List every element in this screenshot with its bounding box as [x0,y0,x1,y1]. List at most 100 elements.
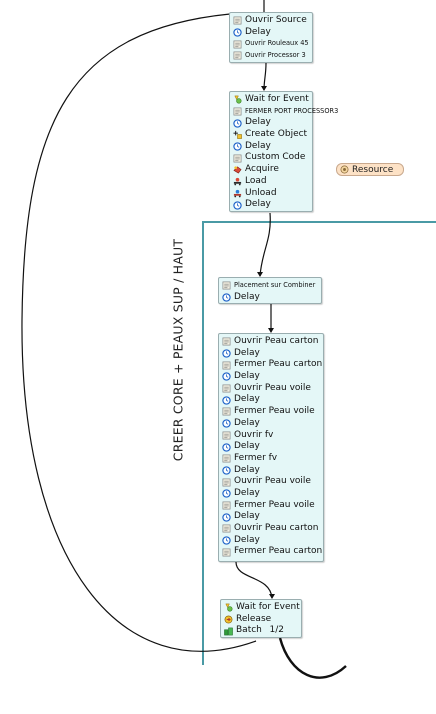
activity-row[interactable]: Delay [222,348,320,360]
script-icon [222,524,231,533]
activity-label: Unload [245,187,277,198]
activity-row[interactable]: Custom Code [233,152,309,164]
activity-label: Ouvrir Peau carton [234,523,319,533]
connector-1 [263,62,267,91]
script-icon [222,454,231,463]
activity-row[interactable]: Ouvrir Peau voile [222,383,320,395]
resource-label: Resource [352,164,394,175]
script-icon [233,107,242,116]
activity-row[interactable]: FERMER PORT PROCESSOR3 [233,106,338,118]
script-icon [233,51,242,60]
arrowhead-4 [269,594,275,599]
activity-label: Custom Code [245,152,306,163]
load-icon [233,178,242,186]
activity-row[interactable]: Delay [222,292,318,304]
activity-label: Batch [236,625,262,636]
activity-label: Ouvrir Peau carton [234,336,319,346]
group-label: CREER CORE + PEAUX SUP / HAUT [170,238,186,462]
activity-row[interactable]: Delay [233,27,309,39]
script-icon [222,281,231,290]
activity-row[interactable]: Wait for Event [224,602,300,614]
clock-icon [222,372,231,382]
script-icon [233,154,242,163]
activity-row[interactable]: Ouvrir Peau carton [222,336,320,348]
activity-label: Delay [234,347,260,358]
clock-icon [222,536,231,545]
activity-label: Delay [245,26,271,37]
activity-label: Delay [234,487,260,498]
group-frame [202,221,436,665]
clock-icon [233,200,242,210]
create-object-icon [233,131,242,140]
activity-label: Wait for Event [245,94,309,104]
activity-label: Fermer Peau voile [234,406,315,417]
activity-label: Fermer Peau voile [234,499,315,510]
loop-connector [21,13,257,652]
activity-label: Ouvrir Processor 3 [245,51,306,60]
clock-icon [222,293,231,302]
activity-row[interactable]: Ouvrir Source [233,15,309,27]
activity-label: Delay [234,464,260,475]
activity-label: Release [236,613,272,624]
activity-label: Delay [245,199,271,210]
activity-row[interactable]: Ouvrir Processor 3 [233,50,309,62]
activity-row[interactable]: Delay [222,535,320,547]
activity-row[interactable]: Ouvrir Peau voile [222,476,320,488]
clock-icon [222,349,231,358]
activity-row[interactable]: Delay [233,199,309,211]
activity-row[interactable]: Ouvrir Peau carton [222,523,320,535]
activity-label: Placement sur Combiner [234,281,316,289]
clock-icon [233,119,242,128]
clock-icon [222,466,231,475]
activity-row[interactable]: Delay [222,465,320,477]
activity-row[interactable]: Placement sur Combiner [222,280,318,292]
wait-event-icon [225,604,233,612]
activity-row[interactable]: Wait for Event [233,94,309,106]
activity-row[interactable]: Delay [222,418,320,430]
activity-row[interactable]: Fermer Peau voile [222,500,320,512]
clock-icon [222,489,231,498]
script-icon [233,16,242,25]
activity-row[interactable]: Delay [233,117,309,129]
unload-icon [233,189,242,198]
activity-row[interactable]: Delay [222,511,320,523]
clock-icon [222,419,231,428]
activity-row[interactable]: Ouvrir Rouleaux 45 [233,38,309,50]
activity-row[interactable]: Create Object [233,129,309,141]
batch-icon [224,627,233,636]
activity-row[interactable]: Fermer fv [222,453,320,465]
activity-row[interactable]: Ouvrir fv [222,430,320,442]
script-icon [222,337,231,346]
activity-row[interactable]: Delay [222,488,320,500]
activity-row[interactable]: Delay [233,141,309,153]
activity-row[interactable]: Fermer Peau voile [222,406,320,418]
activity-row[interactable]: Load [233,176,309,188]
activity-row[interactable]: Release [224,614,298,626]
activity-label: Ouvrir Source [245,15,307,25]
activity-label: Delay [234,291,260,302]
script-icon [222,548,231,557]
activity-row[interactable]: Fermer Peau carton [222,359,322,371]
activity-row[interactable]: Acquire [233,164,309,176]
activity-label: Ouvrir Rouleaux 45 [245,39,309,48]
activity-label: Delay [234,371,260,382]
activity-row[interactable]: Fermer Peau carton [222,546,322,558]
activity-row[interactable]: Delay [222,394,320,406]
activity-label: Delay [234,417,260,428]
resource-node[interactable]: Resource [336,163,404,176]
activity-label: FERMER PORT PROCESSOR3 [245,106,339,115]
activity-row[interactable]: Delay [222,371,320,383]
wait-event-icon [234,96,242,104]
activity-label: Load [245,175,267,186]
activity-row[interactable]: Unload [233,188,309,200]
activity-row[interactable]: Delay [222,441,320,453]
activity-label: Ouvrir Peau voile [234,382,311,393]
script-icon [233,40,242,49]
